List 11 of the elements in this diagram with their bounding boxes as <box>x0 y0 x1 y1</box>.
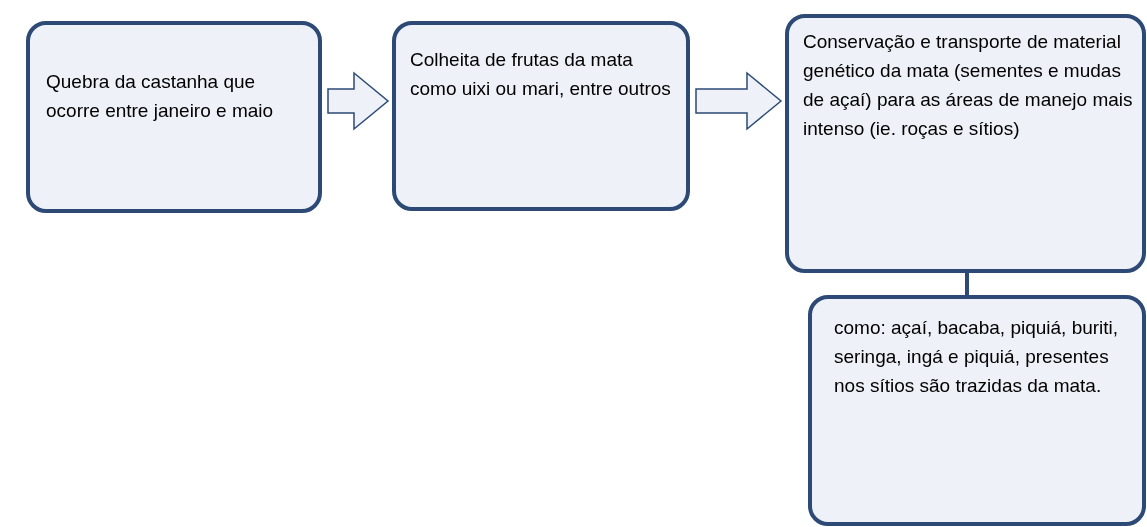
process-box <box>808 295 1146 526</box>
process-box <box>392 21 690 211</box>
block-arrow <box>695 71 783 131</box>
connector-line <box>965 273 969 295</box>
process-box <box>785 14 1146 273</box>
box-text: Quebra da castanha que ocorre entre janeiro e maio <box>46 70 275 123</box>
block-arrow <box>327 71 390 131</box>
process-box <box>26 21 322 213</box>
box-text: como: açaí, bacaba, piquiá, buriti, seringa, ingá e piquiá, presentes nos sítios são trazidas da mata. <box>834 316 1120 398</box>
box-text: Conservação e transporte de material genético da mata (sementes e mudas de açaí) para as áreas de manejo mais intenso (ie. roças e sítios) <box>803 30 1134 141</box>
box-text: Colheita de frutas da mata como uixi ou mari, entre outros <box>410 48 672 101</box>
